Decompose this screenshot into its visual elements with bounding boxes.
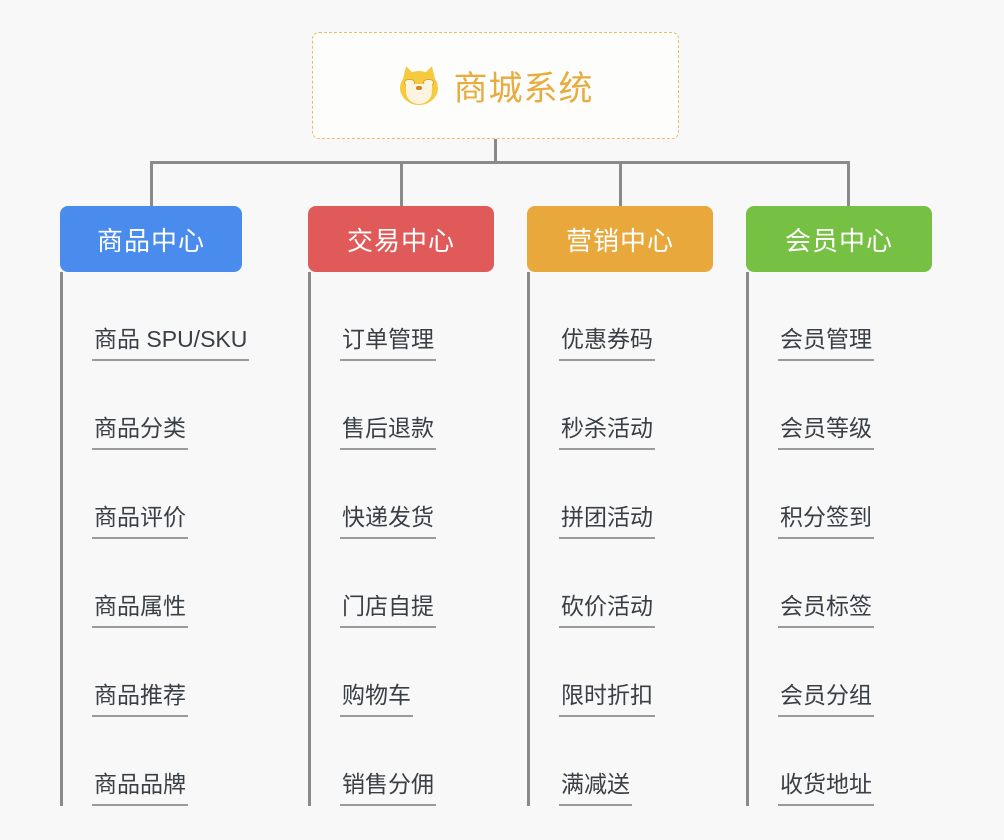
leaf-label: 商品分类 xyxy=(92,409,188,450)
list-item[interactable]: 商品品牌 xyxy=(60,717,242,806)
leaf-label: 满减送 xyxy=(559,765,632,806)
list-item[interactable]: 限时折扣 xyxy=(527,628,713,717)
list-item[interactable]: 会员分组 xyxy=(746,628,932,717)
connector-drop-0 xyxy=(150,161,153,206)
leaf-label: 优惠券码 xyxy=(559,320,655,361)
list-item[interactable]: 销售分佣 xyxy=(308,717,494,806)
list-item[interactable]: 商品分类 xyxy=(60,361,242,450)
category-column-product: 商品中心 商品 SPU/SKU 商品分类 商品评价 商品属性 商品推荐 商品品牌 xyxy=(60,206,250,806)
category-header-label: 交易中心 xyxy=(346,225,455,256)
leaf-label: 商品属性 xyxy=(92,587,188,628)
leaf-label: 会员等级 xyxy=(778,409,874,450)
category-header-member[interactable]: 会员中心 xyxy=(746,206,932,272)
connector-drop-1 xyxy=(400,161,403,206)
leaf-list-marketing: 优惠券码 秒杀活动 拼团活动 砍价活动 限时折扣 满减送 xyxy=(527,272,713,806)
leaf-label: 商品 SPU/SKU xyxy=(92,320,250,361)
leaf-list-trade: 订单管理 售后退款 快递发货 门店自提 购物车 销售分佣 xyxy=(308,272,494,806)
connector-root-stem xyxy=(494,139,497,163)
branch-trade: 订单管理 售后退款 快递发货 门店自提 购物车 销售分佣 xyxy=(308,272,494,806)
category-header-label: 商品中心 xyxy=(96,225,205,256)
list-item[interactable]: 购物车 xyxy=(308,628,494,717)
branch-member: 会员管理 会员等级 积分签到 会员标签 会员分组 收货地址 xyxy=(746,272,932,806)
leaf-label: 会员标签 xyxy=(778,587,874,628)
connector-horizontal-bus xyxy=(150,161,850,164)
list-item[interactable]: 会员等级 xyxy=(746,361,932,450)
connector-drop-2 xyxy=(619,161,622,206)
category-header-marketing[interactable]: 营销中心 xyxy=(527,206,713,272)
branch-product: 商品 SPU/SKU 商品分类 商品评价 商品属性 商品推荐 商品品牌 xyxy=(60,272,250,806)
list-item[interactable]: 秒杀活动 xyxy=(527,361,713,450)
list-item[interactable]: 商品推荐 xyxy=(60,628,242,717)
shiba-inu-dog-face-icon xyxy=(397,63,440,106)
leaf-label: 商品品牌 xyxy=(92,765,188,806)
leaf-label: 积分签到 xyxy=(778,498,874,539)
branch-trunk xyxy=(746,272,749,806)
leaf-label: 商品评价 xyxy=(92,498,188,539)
leaf-label: 会员分组 xyxy=(778,676,874,717)
list-item[interactable]: 门店自提 xyxy=(308,539,494,628)
leaf-list-member: 会员管理 会员等级 积分签到 会员标签 会员分组 收货地址 xyxy=(746,272,932,806)
branch-trunk xyxy=(60,272,63,806)
leaf-label: 秒杀活动 xyxy=(559,409,655,450)
list-item[interactable]: 商品属性 xyxy=(60,539,242,628)
list-item[interactable]: 优惠券码 xyxy=(527,272,713,361)
list-item[interactable]: 商品评价 xyxy=(60,450,242,539)
leaf-label: 拼团活动 xyxy=(559,498,655,539)
leaf-label: 商品推荐 xyxy=(92,676,188,717)
root-node-shop-system[interactable]: 商城系统 xyxy=(312,32,679,139)
leaf-label: 售后退款 xyxy=(340,409,436,450)
list-item[interactable]: 积分签到 xyxy=(746,450,932,539)
leaf-label: 限时折扣 xyxy=(559,676,655,717)
list-item[interactable]: 砍价活动 xyxy=(527,539,713,628)
root-title: 商城系统 xyxy=(453,70,594,108)
leaf-label: 砍价活动 xyxy=(559,587,655,628)
list-item[interactable]: 收货地址 xyxy=(746,717,932,806)
leaf-label: 门店自提 xyxy=(340,587,436,628)
list-item[interactable]: 订单管理 xyxy=(308,272,494,361)
category-header-label: 营销中心 xyxy=(565,225,674,256)
category-header-trade[interactable]: 交易中心 xyxy=(308,206,494,272)
category-header-product[interactable]: 商品中心 xyxy=(60,206,242,272)
list-item[interactable]: 售后退款 xyxy=(308,361,494,450)
branch-trunk xyxy=(308,272,311,806)
leaf-label: 收货地址 xyxy=(778,765,874,806)
list-item[interactable]: 快递发货 xyxy=(308,450,494,539)
category-column-trade: 交易中心 订单管理 售后退款 快递发货 门店自提 购物车 销售分佣 xyxy=(308,206,494,806)
list-item[interactable]: 会员标签 xyxy=(746,539,932,628)
list-item[interactable]: 满减送 xyxy=(527,717,713,806)
leaf-label: 会员管理 xyxy=(778,320,874,361)
list-item[interactable]: 拼团活动 xyxy=(527,450,713,539)
leaf-list-product: 商品 SPU/SKU 商品分类 商品评价 商品属性 商品推荐 商品品牌 xyxy=(60,272,250,806)
leaf-label: 快递发货 xyxy=(340,498,436,539)
list-item[interactable]: 商品 SPU/SKU xyxy=(60,272,250,361)
category-header-label: 会员中心 xyxy=(784,225,893,256)
branch-marketing: 优惠券码 秒杀活动 拼团活动 砍价活动 限时折扣 满减送 xyxy=(527,272,713,806)
connector-drop-3 xyxy=(847,161,850,206)
list-item[interactable]: 会员管理 xyxy=(746,272,932,361)
leaf-label: 订单管理 xyxy=(340,320,436,361)
category-column-marketing: 营销中心 优惠券码 秒杀活动 拼团活动 砍价活动 限时折扣 满减送 xyxy=(527,206,713,806)
leaf-label: 购物车 xyxy=(340,676,413,717)
leaf-label: 销售分佣 xyxy=(340,765,436,806)
category-column-member: 会员中心 会员管理 会员等级 积分签到 会员标签 会员分组 收货地址 xyxy=(746,206,932,806)
branch-trunk xyxy=(527,272,530,806)
